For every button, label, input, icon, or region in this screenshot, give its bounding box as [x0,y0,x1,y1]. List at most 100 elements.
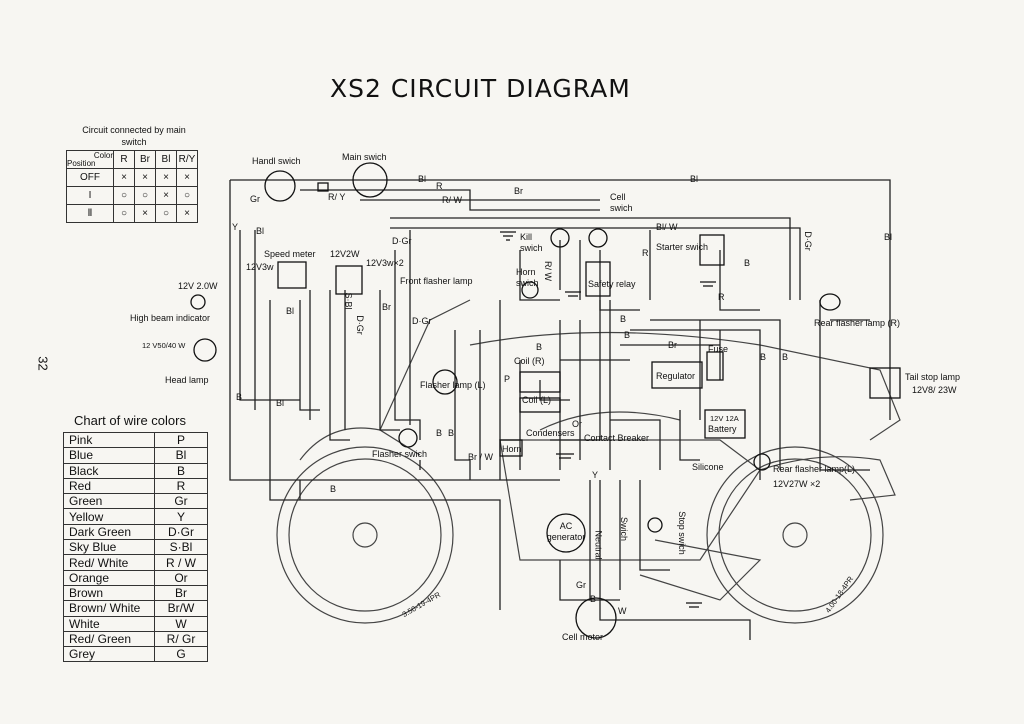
label-speed-meter: Speed meter [264,249,316,259]
label-cell-swich: Cell swich [610,192,633,213]
wire-code: B [330,484,337,494]
color-code: R/ Gr [154,630,208,648]
col-header: Bl [155,150,177,169]
row-position: Ⅱ [66,204,114,223]
table-row: OFF × × × × [66,168,198,187]
label-tail-stop-rating: 12V8/ 23W [912,385,957,395]
label-speed-meter-rating: 12V3w [246,262,274,272]
label-coil-r: Coil (R) [514,356,545,366]
col-header: R/Y [176,150,198,169]
label-stop-swich: Stop swich [676,511,687,555]
wire-code: Y [592,470,599,480]
label-coil-l: Coil (L) [522,395,552,405]
color-code: D·Gr [154,523,208,541]
wire-code: Bl [884,232,893,242]
color-name: Red [63,477,155,495]
wire-colors-title: Chart of wire colors [74,413,186,428]
wire-code: Gr [576,580,586,590]
wire-code: B [620,314,627,324]
cell: ○ [155,204,177,223]
motorcycle-outline [276,299,901,624]
cell: ○ [134,186,156,205]
label-high-beam-rating: 12V 2.0W [178,281,218,291]
label-rear-flasher-lamp-r: Rear flasher lamp (R) [814,318,901,328]
label-12v2w: 12V2W [330,249,360,259]
label-flasher-swich: Flasher swich [372,449,428,459]
color-name: Dark Green [63,523,155,541]
wire-code: B [590,594,597,604]
wire-code: W [618,606,627,616]
wire-code: D·Gr [802,231,813,251]
wire-code: Y [232,222,239,232]
wire-code: Br / W [468,452,493,462]
cell: ○ [113,204,135,223]
color-name: Black [63,462,155,479]
label-ac-generator: AC generator [546,521,586,542]
wire-code: D·Gr [392,236,412,246]
wire-code: P [504,374,511,384]
wire-code: R [436,181,443,191]
label-head-lamp: Head lamp [165,375,209,385]
label-swich: Swich [619,516,630,542]
wire-code: B [536,342,543,352]
color-name: White [63,615,155,632]
label-rear-flasher-lamp-l: Rear flasher lamp(L) [773,464,856,474]
cell: ○ [113,186,135,205]
color-name: Sky Blue [63,539,155,556]
label-12v3wx2: 12V3w×2 [366,258,404,268]
wire-code: Bl [256,226,265,236]
color-name: Yellow [63,508,155,525]
cell: × [155,168,177,187]
color-name: Green [63,493,155,510]
color-name: Brown [63,584,155,602]
table-row: I ○ ○ × ○ [66,186,198,205]
color-code: Gr [154,493,208,510]
label-fuse: Fuse [708,344,729,354]
wire-code: Bl [690,174,699,184]
label-handl-swich: Handl swich [252,156,301,166]
wire-code: S·Bl [343,292,354,310]
color-code: Bl [154,447,208,464]
label-flasher-lamp-l: Flasher lamp (L) [420,380,486,390]
label-rear-flasher-rating: 12V27W ×2 [773,479,821,489]
wire-code: Gr [250,194,260,204]
wire-code: R/ W [442,195,462,205]
color-code: S·Bl [154,539,208,556]
wire-code: Bl [276,398,285,408]
color-name: Orange [63,569,155,586]
wire-code: Or [572,419,582,429]
color-code: W [154,615,208,632]
wiring-harness [229,179,891,640]
label-silicone: Silicone [692,462,724,472]
label-battery-rating: 12V 12A [710,414,739,423]
col-header: R [113,150,135,169]
label-battery: Battery [708,424,737,434]
cell: × [134,204,156,223]
color-code: Br [154,584,208,602]
color-name: Pink [63,431,155,449]
wire-code: R/ W [543,261,553,281]
color-code: Br/W [154,600,208,617]
color-name: Red/ Green [63,630,155,648]
label-main-swich: Main swich [342,152,387,162]
wire-code: B [782,352,789,362]
color-code: R / W [154,554,208,571]
label-condensers: Condensers [526,428,575,438]
cell: × [134,168,156,187]
wire-code: B [624,330,631,340]
cell: × [113,168,135,187]
label-safety-relay: Safety relay [588,279,636,289]
